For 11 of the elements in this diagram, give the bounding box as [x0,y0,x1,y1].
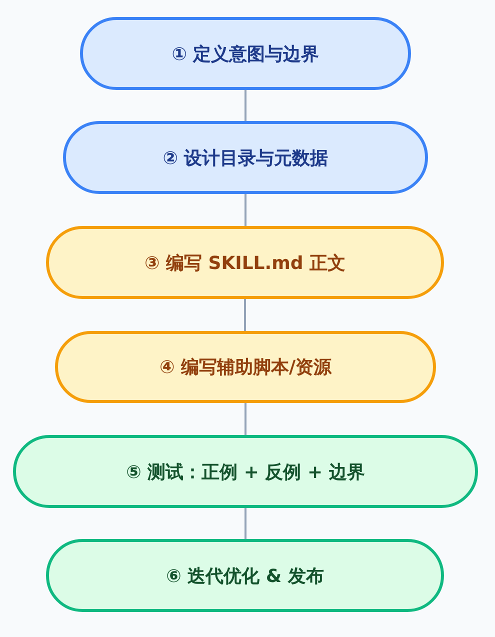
step-label: ⑥ 迭代优化 & 发布 [166,564,324,588]
step-label: ⑤ 测试：正例 + 反例 + 边界 [126,460,365,484]
connector-line [244,90,246,121]
connector-line [244,508,246,539]
step-label: ② 设计目录与元数据 [162,146,328,170]
connector-line [244,194,246,226]
step-label: ③ 编写 SKILL.md 正文 [144,252,346,274]
step-label: ① 定义意图与边界 [172,42,320,66]
connector-line [244,299,246,331]
connector-line [244,403,246,435]
step-label: ④ 编写辅助脚本/资源 [159,356,332,379]
